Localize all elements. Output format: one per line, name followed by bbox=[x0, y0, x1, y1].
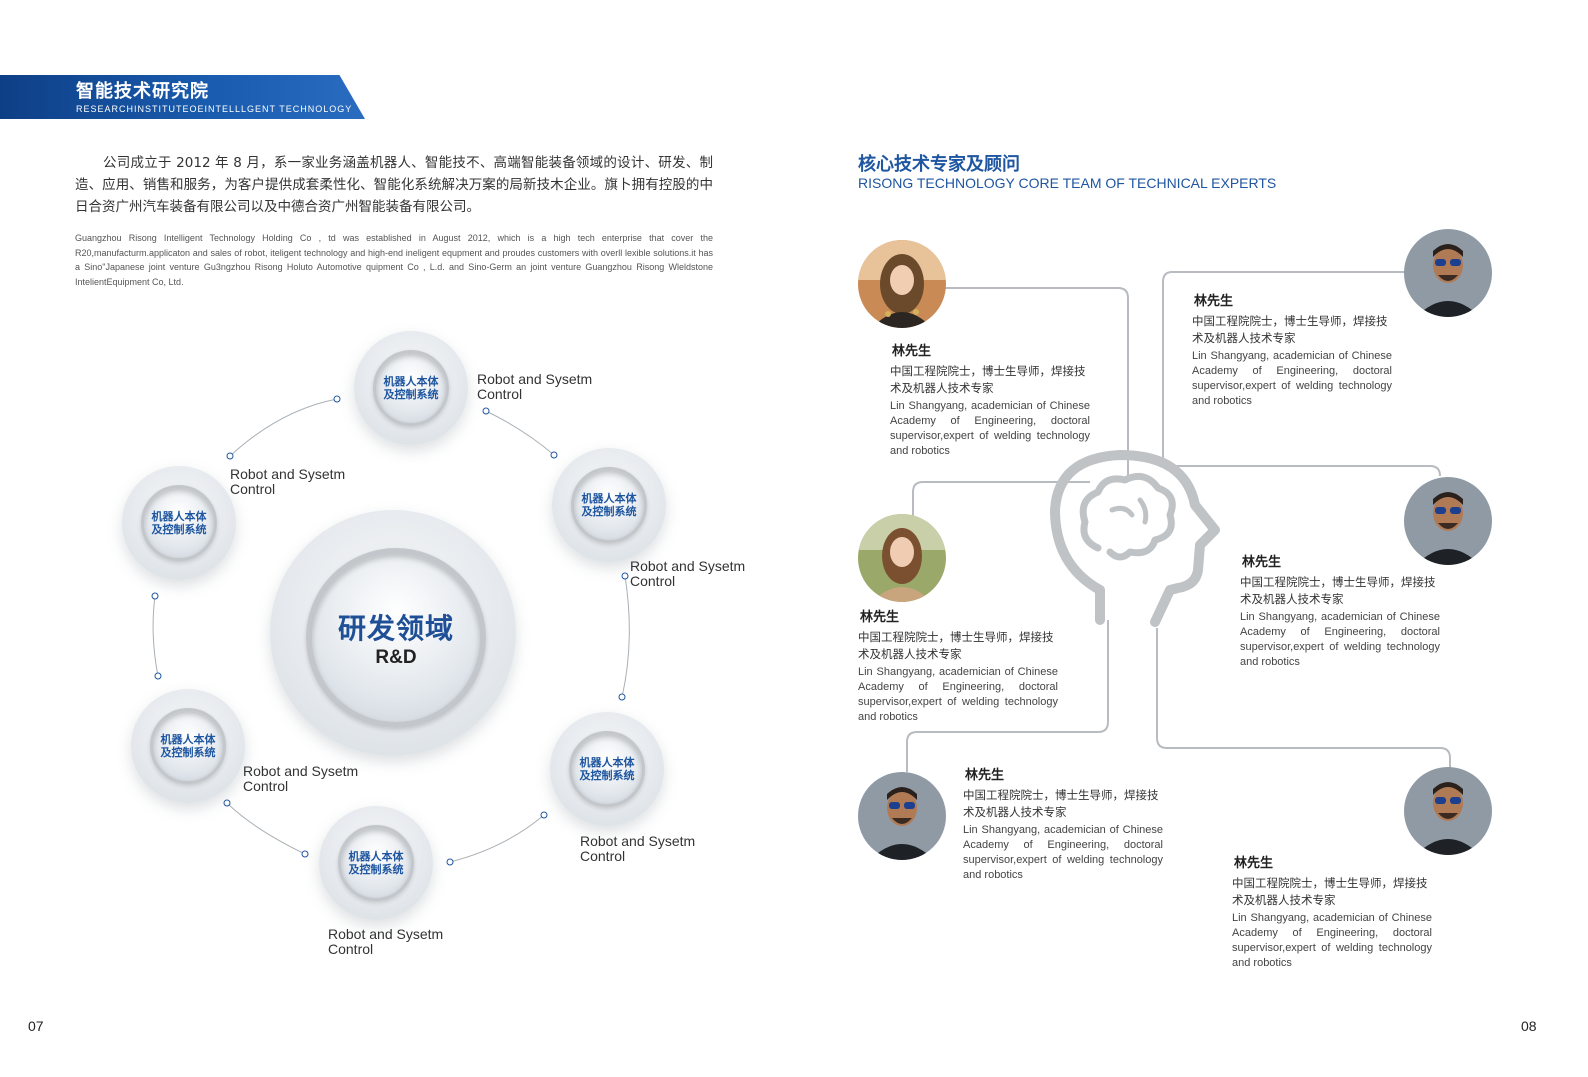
expert-avatar-2 bbox=[1404, 229, 1492, 317]
banner-bar bbox=[0, 75, 365, 119]
rd-node-label: 机器人本体 及控制系统 bbox=[160, 733, 216, 759]
rd-node-label: 机器人本体 及控制系统 bbox=[581, 492, 637, 518]
expert-title-cn: 中国工程院院士，博士生导师，焊接技术及机器人技术专家 bbox=[963, 788, 1159, 819]
rd-node-label: 机器人本体 及控制系统 bbox=[579, 756, 635, 782]
banner-title-cn: 智能技术研究院 bbox=[76, 81, 209, 102]
connector-arc bbox=[485, 410, 555, 456]
expert-name: 林先生 bbox=[892, 344, 932, 359]
expert-name: 林先生 bbox=[1234, 856, 1274, 871]
rd-node-core: 机器人本体 及控制系统 bbox=[338, 825, 414, 901]
expert-card-1: 林先生 中国工程院院士，博士生导师，焊接技术及机器人技术专家 Lin Shang… bbox=[890, 340, 1090, 459]
connector-arc bbox=[621, 575, 630, 698]
rd-center-core: 研发领域 R&D bbox=[306, 548, 486, 728]
rd-node-label: 机器人本体 及控制系统 bbox=[383, 375, 439, 401]
expert-name: 林先生 bbox=[860, 610, 900, 625]
expert-desc-en: Lin Shangyang, academician of Chinese Ac… bbox=[963, 824, 1163, 881]
rd-node-caption: Robot and Sysetm Control bbox=[328, 926, 444, 957]
expert-avatar-3 bbox=[858, 514, 946, 602]
expert-title-cn: 中国工程院院士，博士生导师，焊接技术及机器人技术专家 bbox=[858, 630, 1054, 661]
expert-card-6: 林先生 中国工程院院士，博士生导师，焊接技术及机器人技术专家 Lin Shang… bbox=[1232, 852, 1432, 971]
expert-title-cn: 中国工程院院士，博士生导师，焊接技术及机器人技术专家 bbox=[1232, 876, 1428, 907]
rd-node-caption: Robot and Sysetm Control bbox=[580, 833, 696, 864]
experts-title-en: RISONG TECHNOLOGY CORE TEAM OF TECHNICAL… bbox=[858, 175, 1277, 191]
expert-desc-en: Lin Shangyang, academician of Chinese Ac… bbox=[1192, 350, 1392, 407]
rd-node-core: 机器人本体 及控制系统 bbox=[150, 708, 226, 784]
rd-node-core: 机器人本体 及控制系统 bbox=[141, 485, 217, 561]
connector-arc bbox=[229, 398, 338, 457]
expert-card-4: 林先生 中国工程院院士，博士生导师，焊接技术及机器人技术专家 Lin Shang… bbox=[1240, 551, 1440, 670]
rd-node-core: 机器人本体 及控制系统 bbox=[373, 350, 449, 426]
head-brain-icon bbox=[1050, 450, 1220, 627]
rd-node-core: 机器人本体 及控制系统 bbox=[569, 731, 645, 807]
expert-name: 林先生 bbox=[965, 768, 1005, 783]
connector-arc bbox=[152, 595, 159, 677]
rd-connector-lines bbox=[151, 395, 630, 866]
expert-desc-en: Lin Shangyang, academician of Chinese Ac… bbox=[890, 400, 1090, 457]
rd-node-label: 机器人本体 及控制系统 bbox=[151, 510, 207, 536]
intro-paragraph-cn: 公司成立于 2012 年 8 月，系一家业务涵盖机器人、智能技不、高端智能装备领… bbox=[75, 155, 713, 215]
expert-name: 林先生 bbox=[1242, 555, 1282, 570]
expert-title-cn: 中国工程院院士，博士生导师，焊接技术及机器人技术专家 bbox=[1192, 314, 1388, 345]
section-banner: 智能技术研究院 RESEARCHINSTITUTEOEINTELLLGENT T… bbox=[0, 75, 365, 119]
expert-avatar-4 bbox=[1404, 477, 1492, 565]
expert-desc-en: Lin Shangyang, academician of Chinese Ac… bbox=[1232, 912, 1432, 969]
expert-card-3: 林先生 中国工程院院士，博士生导师，焊接技术及机器人技术专家 Lin Shang… bbox=[858, 606, 1058, 725]
rd-node-core: 机器人本体 及控制系统 bbox=[571, 467, 647, 543]
connector-arc bbox=[226, 802, 306, 855]
expert-title-cn: 中国工程院院士，博士生导师，焊接技术及机器人技术专家 bbox=[890, 364, 1086, 395]
expert-card-2: 林先生 中国工程院院士，博士生导师，焊接技术及机器人技术专家 Lin Shang… bbox=[1192, 290, 1392, 409]
expert-title-cn: 中国工程院院士，博士生导师，焊接技术及机器人技术专家 bbox=[1240, 575, 1436, 606]
rd-node-caption: Robot and Sysetm Control bbox=[243, 763, 359, 794]
expert-name: 林先生 bbox=[1194, 294, 1234, 309]
rd-node-caption: Robot and Sysetm Control bbox=[477, 371, 593, 402]
rd-center-title-cn: 研发领域 bbox=[337, 612, 454, 645]
expert-card-5: 林先生 中国工程院院士，博士生导师，焊接技术及机器人技术专家 Lin Shang… bbox=[963, 764, 1163, 883]
rd-center-title-en: R&D bbox=[375, 647, 417, 668]
expert-avatar-5 bbox=[858, 772, 946, 860]
expert-avatar-6 bbox=[1404, 767, 1492, 855]
rd-node-caption: Robot and Sysetm Control bbox=[630, 558, 746, 589]
intro-paragraph-en: Guangzhou Risong Intelligent Technology … bbox=[75, 233, 713, 287]
expert-desc-en: Lin Shangyang, academician of Chinese Ac… bbox=[1240, 611, 1440, 668]
experts-title-cn: 核心技术专家及顾问 bbox=[858, 154, 1020, 175]
expert-avatar-1 bbox=[858, 240, 946, 328]
page-number-left: 07 bbox=[28, 1018, 44, 1034]
rd-node-label: 机器人本体 及控制系统 bbox=[348, 850, 404, 876]
experts-connector-lines bbox=[906, 271, 1451, 772]
banner-title-en: RESEARCHINSTITUTEOEINTELLLGENT TECHNOLOG… bbox=[76, 104, 353, 114]
expert-desc-en: Lin Shangyang, academician of Chinese Ac… bbox=[858, 666, 1058, 723]
page-number-right: 08 bbox=[1521, 1018, 1537, 1034]
connector-arc bbox=[449, 814, 545, 863]
rd-node-caption: Robot and Sysetm Control bbox=[230, 466, 346, 497]
